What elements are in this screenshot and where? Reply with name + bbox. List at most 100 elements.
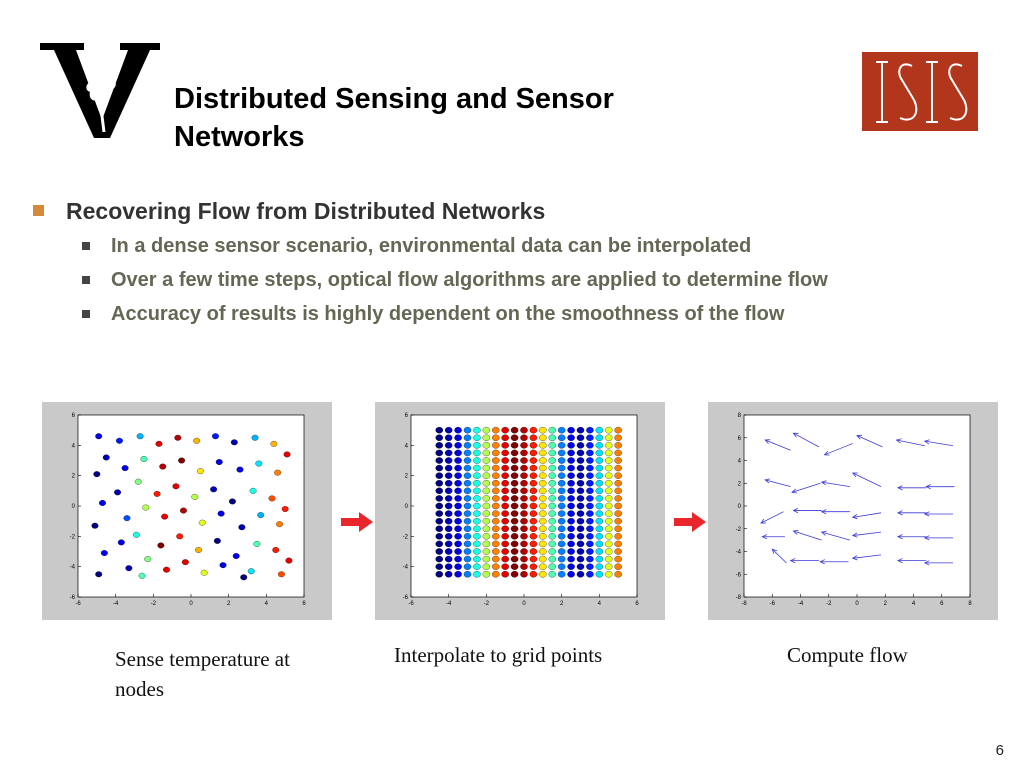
grid-point — [463, 434, 472, 442]
grid-point — [567, 487, 575, 495]
grid-point — [567, 540, 575, 548]
grid-point — [454, 480, 462, 487]
grid-point — [604, 540, 613, 548]
grid-point — [529, 457, 538, 464]
grid-point — [435, 480, 444, 487]
grid-point — [510, 548, 519, 555]
sensor-node-point — [230, 439, 238, 446]
grid-point — [444, 426, 453, 434]
grid-point — [520, 442, 528, 449]
sensor-node-point — [99, 500, 106, 506]
grid-point — [595, 480, 604, 487]
grid-point — [595, 540, 604, 548]
y-tick-label: -2 — [70, 534, 76, 540]
grid-point — [595, 495, 604, 502]
sensor-node-point — [114, 489, 121, 496]
sensor-node-point — [138, 572, 146, 579]
x-tick-label: 2 — [884, 601, 888, 607]
plot-area — [743, 414, 971, 598]
grid-point — [595, 525, 604, 533]
sensor-node-point — [125, 565, 133, 572]
grid-point — [548, 442, 556, 449]
grid-point — [482, 442, 491, 449]
grid-point — [501, 525, 509, 533]
grid-point — [444, 487, 453, 495]
flow-vector — [821, 531, 851, 541]
grid-point — [529, 480, 538, 487]
grid-point — [435, 533, 444, 540]
sensor-node-point — [144, 556, 152, 563]
grid-point — [463, 442, 472, 449]
grid-point — [529, 449, 538, 457]
grid-point — [567, 563, 575, 570]
grid-point — [454, 533, 462, 540]
flow-vector-head — [792, 432, 799, 438]
sensor-node-point — [193, 437, 201, 444]
grid-point — [501, 464, 509, 472]
grid-point — [614, 426, 622, 434]
grid-point — [614, 449, 622, 457]
grid-point — [595, 434, 604, 442]
grid-point — [614, 570, 622, 578]
x-tick-label: -4 — [113, 601, 119, 607]
grid-point — [567, 472, 575, 479]
flow-vector — [765, 479, 791, 488]
grid-point — [548, 548, 556, 555]
grid-point — [492, 434, 500, 442]
grid-point — [510, 570, 519, 578]
bullet-sub-2: Over a few time steps, optical flow algo… — [30, 265, 961, 296]
y-tick-label: -6 — [736, 572, 742, 578]
sensor-node-point — [172, 483, 180, 490]
grid-point — [557, 487, 566, 495]
sensor-node-point — [195, 547, 202, 553]
grid-point — [444, 480, 453, 487]
grid-point — [501, 426, 509, 434]
grid-point — [463, 457, 472, 464]
grid-point — [435, 442, 444, 449]
grid-point — [482, 533, 491, 540]
flow-vector-head — [851, 555, 858, 561]
grid-point — [595, 472, 604, 479]
grid-point — [473, 510, 481, 517]
x-tick-label: -6 — [75, 601, 81, 607]
grid-point — [482, 525, 491, 533]
grid-point — [539, 548, 547, 555]
grid-point — [510, 540, 519, 548]
grid-point — [586, 510, 594, 517]
bullet-sub-1-text: In a dense sensor scenario, environmenta… — [111, 235, 752, 257]
grid-point — [482, 540, 491, 548]
grid-point — [539, 434, 547, 442]
grid-point — [482, 502, 491, 510]
sensor-node-point — [219, 562, 227, 569]
grid-point — [501, 533, 509, 540]
grid-point — [482, 426, 491, 434]
sensor-node-point — [95, 433, 103, 440]
grid-point — [520, 480, 528, 487]
grid-point — [548, 533, 556, 540]
grid-point — [604, 533, 613, 540]
grid-point — [492, 426, 500, 434]
grid-point — [529, 517, 538, 525]
grid-point — [567, 555, 575, 563]
grid-point — [520, 495, 528, 502]
grid-point — [567, 570, 575, 578]
grid-point — [529, 525, 538, 533]
grid-point — [473, 563, 481, 570]
grid-point — [557, 563, 566, 570]
grid-point — [557, 457, 566, 464]
grid-point — [510, 533, 519, 540]
grid-point — [510, 480, 519, 487]
sensor-node-point — [215, 459, 223, 465]
grid-point — [492, 570, 500, 578]
x-tick-label: -4 — [798, 601, 804, 607]
grid-point — [463, 480, 472, 487]
grid-point — [595, 487, 604, 495]
grid-point — [595, 502, 604, 510]
grid-point — [520, 570, 528, 578]
flow-vector-head — [791, 488, 798, 494]
y-tick-label: -2 — [736, 527, 742, 533]
x-tick-label: 8 — [968, 601, 972, 607]
grid-point — [614, 533, 622, 540]
